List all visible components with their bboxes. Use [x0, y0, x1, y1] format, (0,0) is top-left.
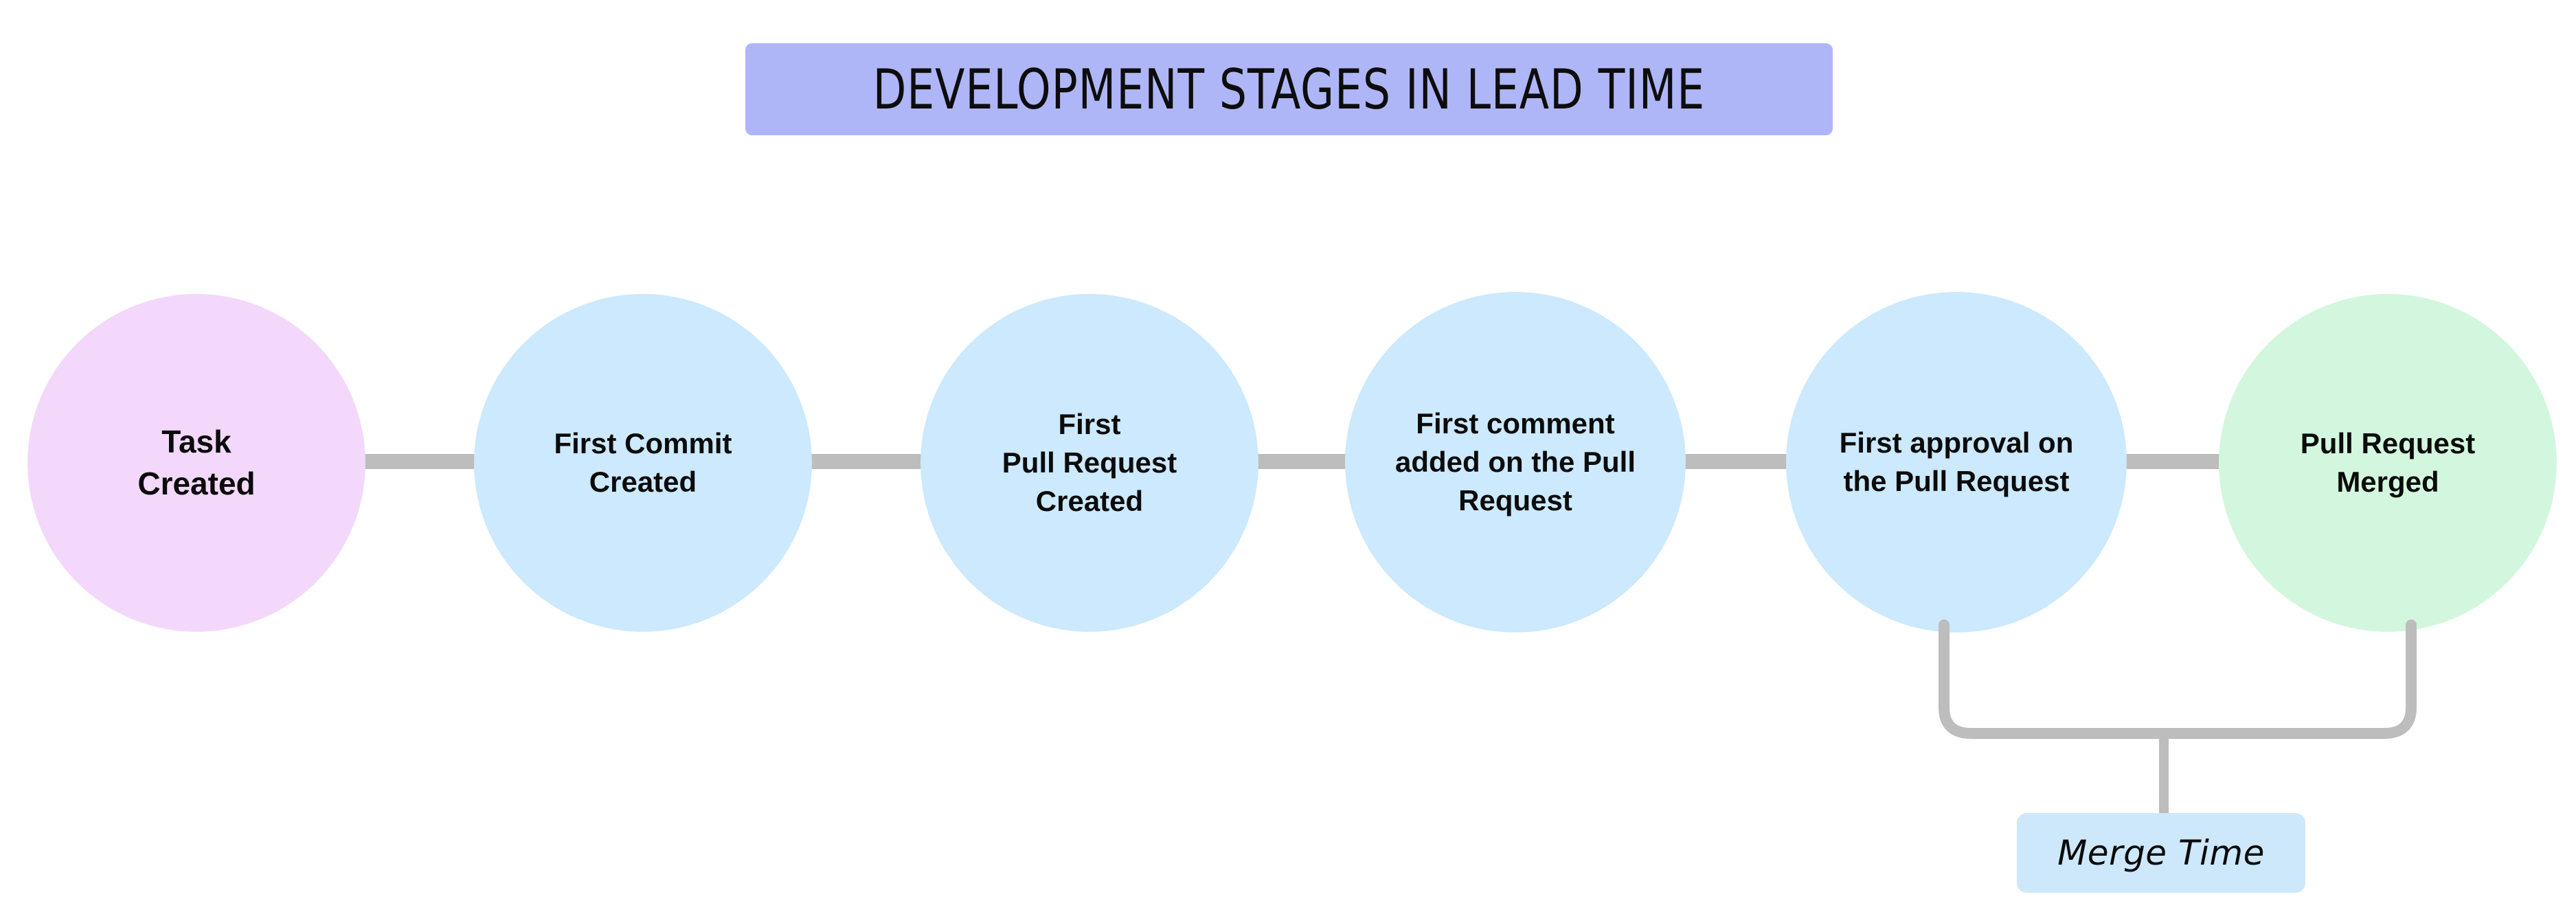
diagram-title: DEVELOPMENT STAGES IN LEAD TIME	[872, 57, 1706, 122]
connector-first-approval-to-pull-request-merged	[2119, 454, 2229, 469]
node-first-pull-request[interactable]: First Pull Request Created	[920, 294, 1258, 632]
node-first-commit[interactable]: First Commit Created	[474, 294, 812, 632]
node-label-first-comment: First comment added on the Pull Request	[1394, 407, 1636, 516]
node-label-first-commit: First Commit Created	[554, 427, 732, 498]
node-label-first-approval: First approval on the Pull Request	[1839, 426, 2074, 497]
merge-time-bracket	[1939, 619, 2417, 817]
connector-first-pull-request-to-first-comment	[1250, 454, 1353, 469]
node-label-task-created: Task Created	[137, 423, 256, 501]
node-label-pull-request-merged: Pull Request Merged	[2300, 427, 2476, 498]
connector-first-comment-to-first-approval	[1676, 454, 1794, 469]
node-first-approval[interactable]: First approval on the Pull Request	[1786, 292, 2127, 633]
merge-time-label: Merge Time	[2057, 833, 2265, 873]
connector-task-created-to-first-commit	[357, 454, 481, 469]
node-pull-request-merged[interactable]: Pull Request Merged	[2219, 294, 2557, 632]
merge-time-badge[interactable]: Merge Time	[2017, 813, 2305, 893]
diagram-title-box: DEVELOPMENT STAGES IN LEAD TIME	[745, 43, 1833, 135]
connector-first-commit-to-first-pull-request	[804, 454, 927, 469]
node-first-comment[interactable]: First comment added on the Pull Request	[1345, 292, 1686, 633]
node-label-first-pull-request: First Pull Request Created	[1002, 408, 1177, 517]
node-task-created[interactable]: Task Created	[27, 294, 365, 632]
